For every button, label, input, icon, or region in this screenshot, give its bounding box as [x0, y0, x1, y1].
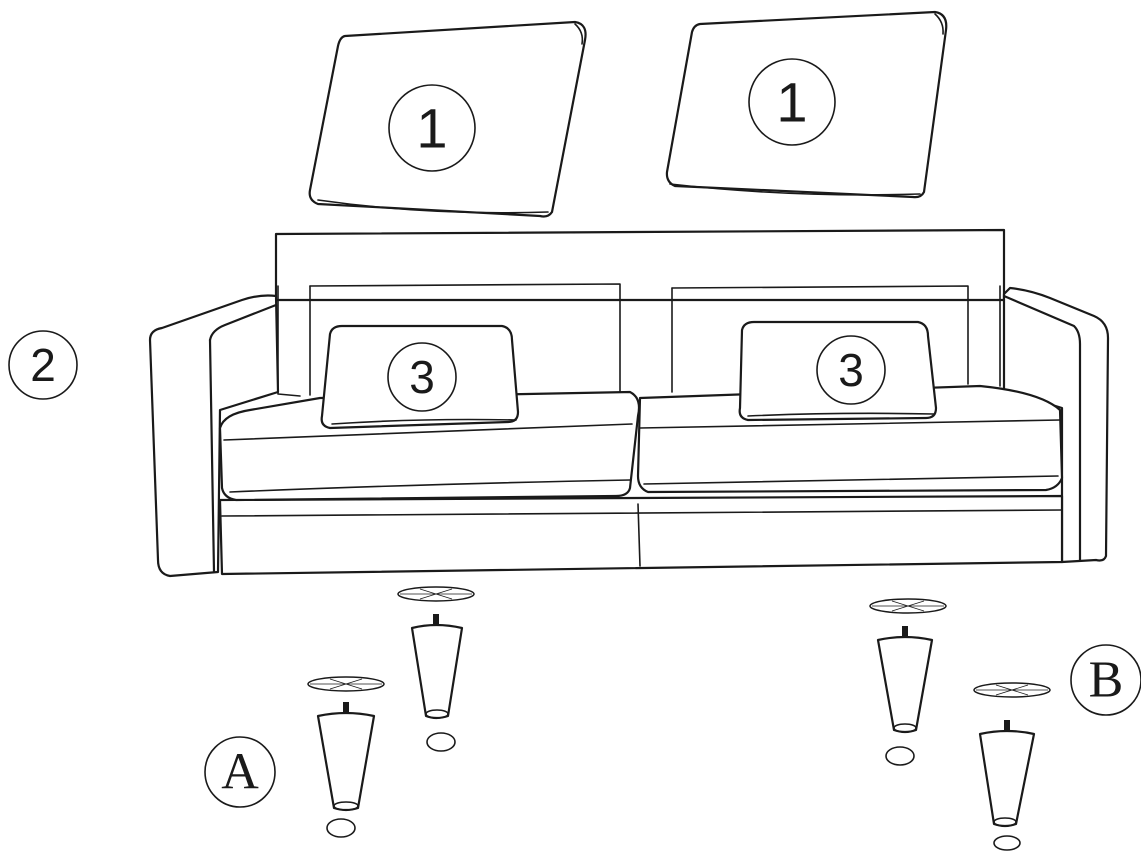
leg-back-left	[398, 587, 474, 751]
callout-badge-3-right: 3	[817, 336, 885, 404]
callout-number-3-left: 3	[409, 351, 435, 403]
callout-number-3-right: 3	[838, 344, 864, 396]
callout-badge-1-left: 1	[389, 85, 475, 171]
callout-letter-a: A	[221, 744, 259, 801]
callout-number-1-left: 1	[416, 97, 447, 160]
leg-front-left	[308, 677, 384, 837]
leg-back-right	[870, 599, 946, 765]
callout-badge-a: A	[205, 737, 275, 807]
callout-badge-3-left: 3	[388, 343, 456, 411]
callout-number-1-right: 1	[776, 71, 807, 134]
callout-number-2: 2	[30, 339, 56, 391]
sofa-body	[150, 230, 1108, 576]
callout-letter-b: B	[1089, 652, 1124, 709]
leg-front-right	[974, 683, 1050, 850]
callout-badge-1-right: 1	[749, 59, 835, 145]
callout-badge-2: 2	[9, 331, 77, 399]
callout-badge-b: B	[1071, 645, 1141, 715]
